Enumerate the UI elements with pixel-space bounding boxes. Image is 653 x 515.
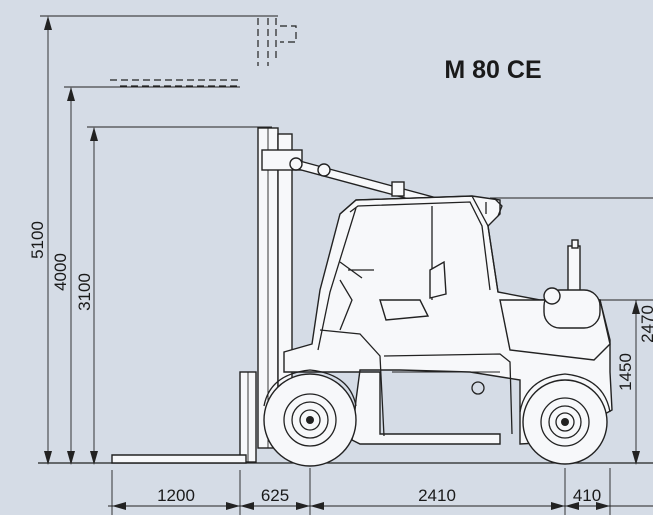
dim-5100: 5100: [28, 221, 47, 259]
length-dimensions: [108, 468, 653, 515]
dim-4000: 4000: [51, 253, 70, 291]
dim-2470: 2470: [638, 305, 653, 343]
dim-625: 625: [261, 486, 289, 505]
mast: [111, 127, 303, 464]
dim-2410: 2410: [418, 486, 456, 505]
truck-body: [283, 195, 613, 445]
dim-410: 410: [573, 486, 601, 505]
raised-fork-outline: [110, 18, 297, 87]
dim-1200: 1200: [157, 486, 195, 505]
dim-1450: 1450: [616, 353, 635, 391]
rear-wheel: [519, 373, 611, 465]
model-title: M 80 CE: [444, 56, 541, 84]
front-wheel: [263, 369, 357, 467]
height-dimensions: [40, 15, 278, 465]
dim-3100: 3100: [75, 273, 94, 311]
